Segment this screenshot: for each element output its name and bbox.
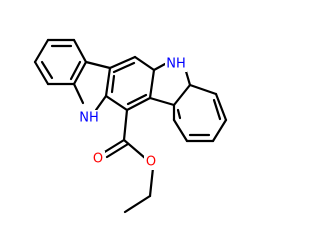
molecule-structure: NH NH O O xyxy=(33,38,228,214)
atom-ester-oxygen: O xyxy=(144,154,158,170)
left-benzene-ring xyxy=(33,38,88,86)
atom-nh-upper: NH xyxy=(165,56,187,72)
left-pyrrole-ring xyxy=(72,60,112,112)
nh-lower-label: NH xyxy=(79,111,99,126)
ethyl-ester-group xyxy=(101,108,155,214)
right-benzene-ring xyxy=(172,83,228,143)
central-benzene-ring xyxy=(104,55,156,112)
atom-carbonyl-oxygen: O xyxy=(91,151,105,167)
ester-oxygen-label: O xyxy=(146,155,156,170)
atom-nh-lower: NH xyxy=(78,110,100,126)
carbonyl-oxygen-label: O xyxy=(93,152,103,167)
nh-upper-label: NH xyxy=(166,57,186,72)
